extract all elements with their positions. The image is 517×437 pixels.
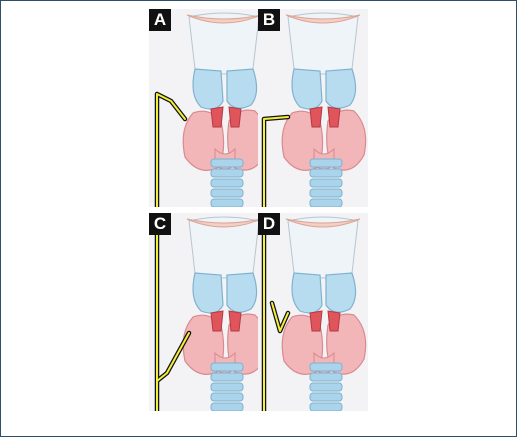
panel-b: B [258,9,368,207]
trachea-ring [309,178,343,188]
trachea-ring [309,188,343,198]
panel-label-d: D [258,213,280,235]
parathyroid-left [210,106,224,128]
trachea-ring [210,158,244,168]
cricoid-cartilage-left [192,272,224,314]
trachea-ring [309,382,343,392]
parathyroid-left [309,310,323,332]
trachea-ring [309,362,343,372]
nerve-path-b [261,114,291,207]
cricoid-cartilage-right [226,68,258,109]
thyroid-anatomy-a [154,12,268,207]
cricoid-cartilage-left [291,272,323,314]
trachea-ring [309,392,343,402]
nerve-path-a [154,91,188,207]
thyroid-anatomy-b [261,12,367,207]
trachea-ring [210,382,244,392]
cricoid-cartilage-right [226,272,258,313]
trachea-ring [210,188,244,198]
trachea-ring [210,392,244,402]
panel-d: D [258,213,368,411]
trachea-ring [210,362,244,372]
trachea-ring [309,402,343,411]
cricoid-cartilage-right [325,272,357,313]
trachea-ring [309,158,343,168]
trachea-ring [309,168,343,178]
parathyroid-right [327,106,341,128]
trachea-ring [210,372,244,382]
nerve-path-c [154,213,192,411]
thyroid-anatomy-c [154,213,268,411]
cricoid-cartilage-left [192,68,224,110]
cricoid-cartilage-left [291,68,323,110]
nerve-path-d [261,213,291,411]
panel-label-c: C [149,213,171,235]
parathyroid-right [327,310,341,332]
trachea-ring [309,198,343,207]
trachea-ring [210,178,244,188]
trachea-ring [210,168,244,178]
cricoid-cartilage-right [325,68,357,109]
anatomy-group [182,12,268,207]
panel-label-b: B [258,9,280,31]
parathyroid-left [309,106,323,128]
trachea-ring [210,402,244,411]
trachea-ring [309,372,343,382]
panel-label-a: A [149,9,171,31]
thyroid-anatomy-d [261,213,367,411]
parathyroid-right [228,310,242,332]
parathyroid-left [210,310,224,332]
parathyroid-right [228,106,242,128]
trachea-ring [210,198,244,207]
